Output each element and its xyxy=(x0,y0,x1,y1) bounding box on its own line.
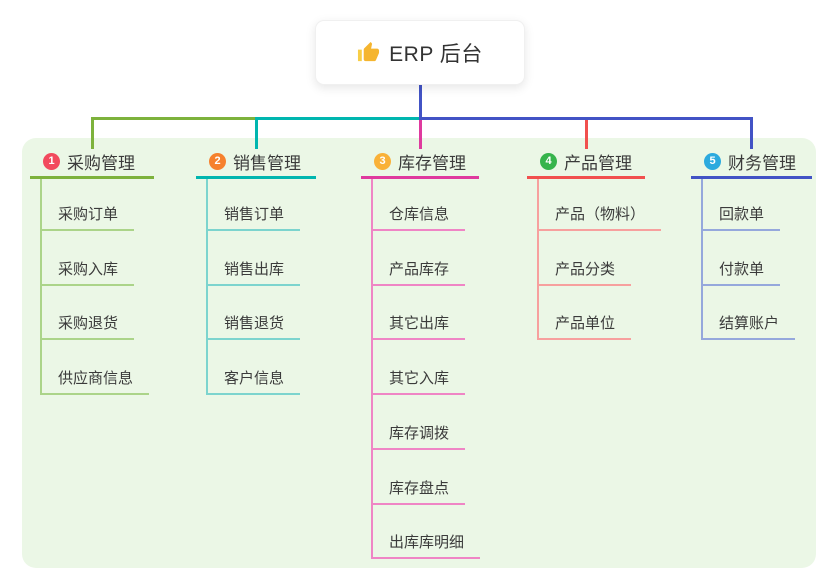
child-underline xyxy=(40,229,134,231)
branch-drop-line xyxy=(418,120,422,149)
branch-underline xyxy=(691,176,812,179)
child-underline xyxy=(701,229,780,231)
bus-segment xyxy=(418,117,753,120)
child-underline xyxy=(371,503,465,505)
child-underline xyxy=(371,393,465,395)
child-underline xyxy=(371,229,465,231)
child-label[interactable]: 采购入库 xyxy=(58,261,119,278)
child-label[interactable]: 销售订单 xyxy=(224,206,285,223)
branch-drop-line xyxy=(584,120,588,149)
branch-badge-number: 5 xyxy=(709,155,716,167)
branch-badge-number: 2 xyxy=(214,155,221,167)
child-underline xyxy=(701,284,780,286)
branch-badge: 1 xyxy=(43,153,60,170)
child-label[interactable]: 库存盘点 xyxy=(389,480,450,497)
branch-label[interactable]: 财务管理 xyxy=(728,154,796,173)
child-underline xyxy=(206,284,300,286)
child-label[interactable]: 产品库存 xyxy=(389,261,450,278)
branch-label[interactable]: 采购管理 xyxy=(67,154,135,173)
branch-badge: 4 xyxy=(540,153,557,170)
child-label[interactable]: 销售出库 xyxy=(224,261,285,278)
branch-drop-line xyxy=(750,117,753,149)
child-label[interactable]: 出库库明细 xyxy=(389,534,465,551)
child-label[interactable]: 采购订单 xyxy=(58,206,119,223)
child-underline xyxy=(40,284,134,286)
root-title: ERP 后台 xyxy=(389,42,483,66)
root-node[interactable]: ERP 后台 xyxy=(315,20,525,85)
bus-segment xyxy=(90,117,258,120)
branch-underline xyxy=(361,176,479,179)
root-connector-line xyxy=(418,82,422,120)
branch-underline xyxy=(527,176,645,179)
child-label[interactable]: 付款单 xyxy=(719,261,765,278)
child-underline xyxy=(206,338,300,340)
branch-badge: 2 xyxy=(209,153,226,170)
branch-label[interactable]: 库存管理 xyxy=(398,154,466,173)
branch-underline xyxy=(196,176,316,179)
child-underline xyxy=(40,338,134,340)
child-underline xyxy=(371,557,480,559)
branch-drop-line xyxy=(254,117,258,149)
child-underline xyxy=(206,393,300,395)
branches-panel xyxy=(22,138,816,568)
branch-drop-line xyxy=(90,117,94,149)
branch-badge-number: 1 xyxy=(48,155,55,167)
child-underline xyxy=(371,284,465,286)
branch-label[interactable]: 产品管理 xyxy=(564,154,632,173)
child-underline xyxy=(537,338,631,340)
child-label[interactable]: 产品（物料） xyxy=(555,206,646,223)
branch-underline xyxy=(30,176,154,179)
branch-badge-number: 4 xyxy=(545,155,552,167)
child-label[interactable]: 产品分类 xyxy=(555,261,616,278)
child-label[interactable]: 其它出库 xyxy=(389,315,450,332)
branch-spine xyxy=(371,179,373,559)
bus-segment xyxy=(254,117,420,120)
child-label[interactable]: 产品单位 xyxy=(555,315,616,332)
child-underline xyxy=(701,338,795,340)
child-label[interactable]: 其它入库 xyxy=(389,370,450,387)
branch-badge-number: 3 xyxy=(379,155,386,167)
child-label[interactable]: 采购退货 xyxy=(58,315,119,332)
thumbs-up-icon xyxy=(358,41,380,62)
child-underline xyxy=(206,229,300,231)
branch-badge: 3 xyxy=(374,153,391,170)
child-label[interactable]: 回款单 xyxy=(719,206,765,223)
child-underline xyxy=(537,229,661,231)
branch-spine xyxy=(40,179,42,395)
child-underline xyxy=(371,338,465,340)
branch-spine xyxy=(537,179,539,340)
child-label[interactable]: 库存调拨 xyxy=(389,425,450,442)
child-underline xyxy=(371,448,465,450)
branch-badge: 5 xyxy=(704,153,721,170)
child-label[interactable]: 客户信息 xyxy=(224,370,285,387)
child-label[interactable]: 结算账户 xyxy=(719,315,780,332)
branch-spine xyxy=(206,179,208,395)
child-label[interactable]: 销售退货 xyxy=(224,315,285,332)
child-label[interactable]: 供应商信息 xyxy=(58,370,134,387)
branch-label[interactable]: 销售管理 xyxy=(233,154,301,173)
child-label[interactable]: 仓库信息 xyxy=(389,206,450,223)
child-underline xyxy=(537,284,631,286)
branch-spine xyxy=(701,179,703,340)
child-underline xyxy=(40,393,149,395)
